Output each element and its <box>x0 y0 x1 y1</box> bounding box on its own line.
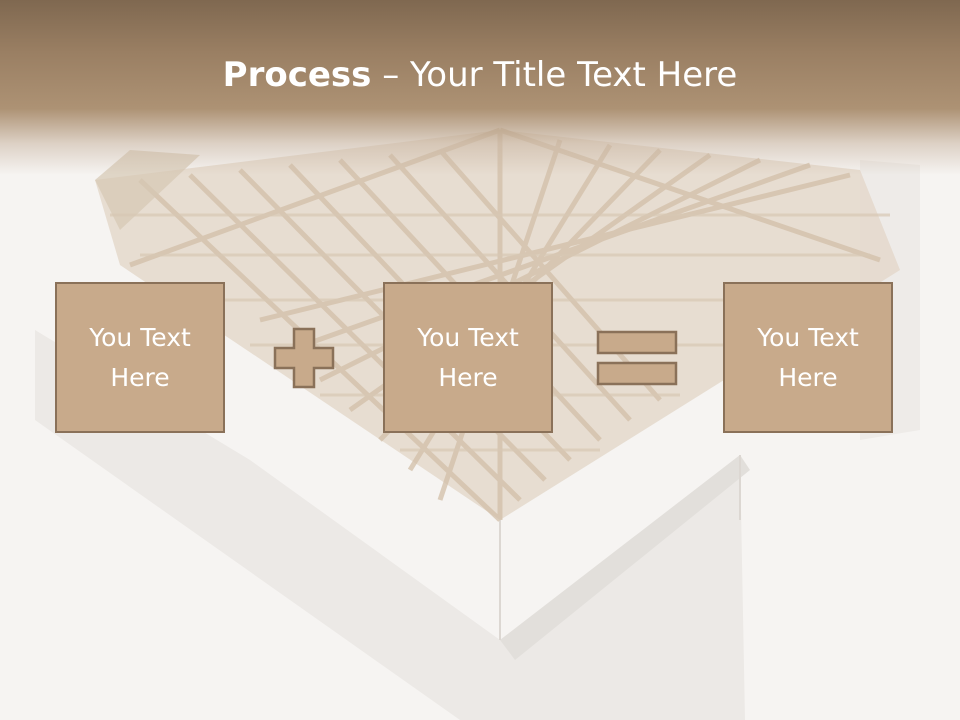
process-box-2[interactable]: You Text Here <box>383 282 553 433</box>
plus-icon <box>273 327 335 389</box>
process-box-1-text: You Text Here <box>89 322 191 392</box>
title-band <box>0 0 960 175</box>
process-box-1[interactable]: You Text Here <box>55 282 225 433</box>
title-rest: Your Title Text Here <box>410 55 738 95</box>
process-box-2-text: You Text Here <box>417 322 519 392</box>
process-box-3[interactable]: You Text Here <box>723 282 893 433</box>
equals-icon <box>596 330 678 386</box>
title-dash: – <box>382 55 400 95</box>
title-bold: Process <box>222 55 372 95</box>
slide-title: Process – Your Title Text Here <box>0 52 960 98</box>
process-box-3-text: You Text Here <box>757 322 859 392</box>
